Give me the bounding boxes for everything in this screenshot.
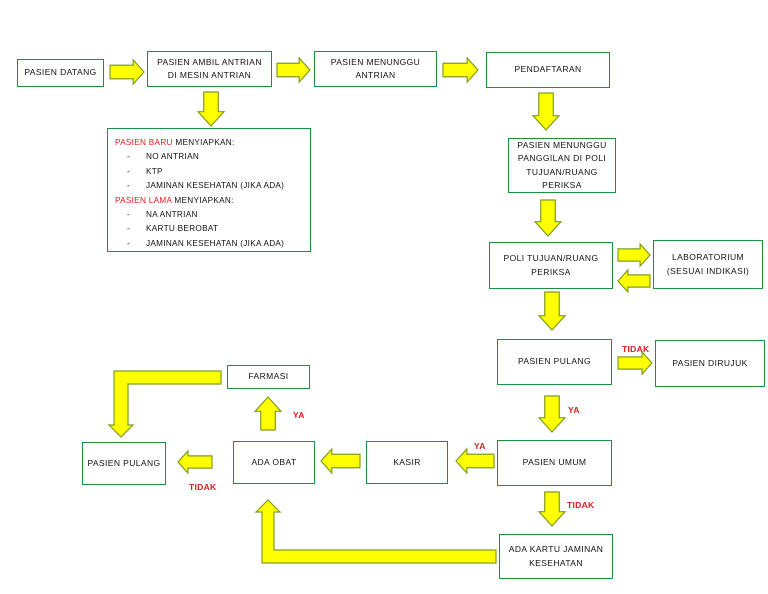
label-ya-umum: YA bbox=[568, 405, 580, 415]
node-ambil-antrian: PASIEN AMBIL ANTRIAN DI MESIN ANTRIAN bbox=[147, 51, 272, 87]
node-menunggu-panggilan: PASIEN MENUNGGU PANGGILAN DI POLI TUJUAN… bbox=[508, 138, 616, 193]
arrow-obat-pulang2 bbox=[177, 449, 213, 475]
node-ada-kartu: ADA KARTU JAMINAN KESEHATAN bbox=[499, 534, 613, 579]
arrow-panggilan-poli bbox=[533, 199, 563, 237]
pasien-lama-heading: PASIEN LAMA MENYIAPKAN: bbox=[115, 195, 234, 205]
node-pendaftaran: PENDAFTARAN bbox=[486, 52, 610, 88]
list-item: -JAMINAN KESEHATAN (JIKA ADA) bbox=[127, 181, 285, 191]
arrow-kasir-obat bbox=[320, 447, 361, 475]
pasien-baru-heading: PASIEN BARU MENYIAPKAN: bbox=[115, 138, 235, 147]
arrow-pulang-umum bbox=[537, 395, 567, 433]
node-menunggu-antrian: PASIEN MENUNGGU ANTRIAN bbox=[314, 51, 437, 87]
node-poli: POLI TUJUAN/RUANG PERIKSA bbox=[489, 242, 613, 289]
node-pasien-umum: PASIEN UMUM bbox=[497, 440, 612, 486]
label-ya-farmasi: YA bbox=[293, 410, 305, 420]
label-tidak-kartu: TIDAK bbox=[567, 500, 595, 510]
arrow-umum-kasir bbox=[455, 447, 495, 475]
arrow-pendaftaran-panggilan bbox=[531, 92, 561, 131]
arrow-obat-farmasi bbox=[253, 396, 283, 431]
node-kasir: KASIR bbox=[366, 441, 448, 484]
arrow-pulang-dirujuk bbox=[617, 350, 653, 376]
node-pasien-dirujuk: PASIEN DIRUJUK bbox=[655, 340, 765, 387]
arrow-poli-lab bbox=[617, 242, 651, 268]
node-pasien-pulang-2: PASIEN PULANG bbox=[82, 442, 166, 485]
arrow-lab-poli bbox=[617, 268, 651, 294]
list-item: -NO ANTRIAN bbox=[127, 152, 200, 162]
list-item: -JAMINAN KESEHATAN (JIKA ADA) bbox=[127, 238, 285, 248]
node-ada-obat: ADA OBAT bbox=[233, 441, 315, 484]
arrow-poli-pulang bbox=[537, 291, 567, 331]
arrow-menunggu-pendaftaran bbox=[442, 56, 479, 84]
arrow-ambil-menunggu bbox=[276, 56, 311, 84]
arrow-kartu-obat bbox=[254, 499, 497, 564]
node-pasien-pulang: PASIEN PULANG bbox=[497, 339, 612, 385]
node-pasien-datang: PASIEN DATANG bbox=[17, 59, 104, 87]
label-tidak-pulang: TIDAK bbox=[189, 482, 217, 492]
node-farmasi: FARMASI bbox=[227, 365, 310, 389]
list-item: -KARTU BEROBAT bbox=[127, 224, 219, 234]
pasien-lama-label: PASIEN LAMA bbox=[115, 195, 172, 205]
label-tidak-dirujuk: TIDAK bbox=[622, 344, 650, 354]
requirements-box: PASIEN BARU MENYIAPKAN: -NO ANTRIAN -KTP… bbox=[107, 128, 311, 252]
arrow-ambil-reqs bbox=[196, 91, 226, 127]
label-ya-kasir: YA bbox=[474, 441, 486, 451]
list-item: -KTP bbox=[127, 166, 163, 176]
list-item: -NA ANTRIAN bbox=[127, 210, 198, 220]
node-laboratorium: LABORATORIUM (SESUAI INDIKASI) bbox=[653, 240, 763, 289]
arrow-datang-ambil bbox=[109, 58, 145, 86]
arrow-umum-kartu bbox=[537, 491, 567, 527]
pasien-baru-label: PASIEN BARU bbox=[115, 138, 173, 147]
arrow-farmasi-pulang2 bbox=[107, 370, 222, 438]
